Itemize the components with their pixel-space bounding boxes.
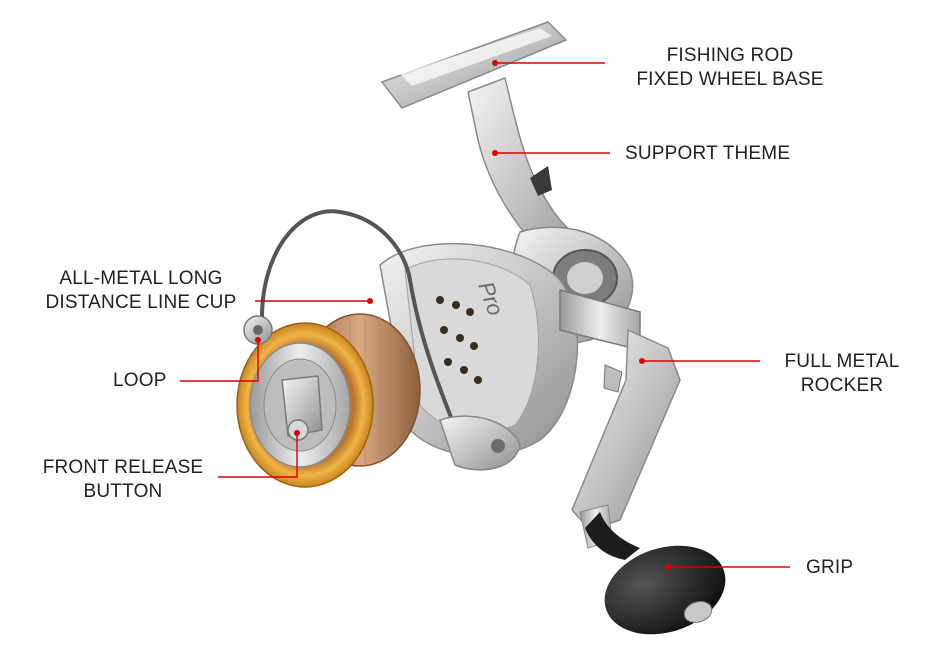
callout-dots [255, 60, 671, 570]
crank-arm [571, 328, 681, 531]
label-rocker-line2: ROCKER [800, 375, 884, 396]
grip-stem [585, 512, 640, 560]
label-line-cup-line1: ALL-METAL LONG [59, 268, 223, 289]
label-rod-base: FISHING ROD FIXED WHEEL BASE [620, 44, 840, 92]
front-drag-knob [281, 375, 323, 437]
label-support: SUPPORT THEME [625, 142, 790, 166]
label-rocker-line1: FULL METAL [784, 351, 900, 372]
label-release: FRONT RELEASE BUTTON [28, 456, 218, 504]
label-release-line1: FRONT RELEASE [42, 457, 204, 478]
label-loop-line1: LOOP [113, 370, 167, 391]
callout-lines [180, 62, 790, 568]
label-grip: GRIP [806, 556, 853, 580]
label-release-line2: BUTTON [83, 481, 163, 502]
label-line-cup-line2: DISTANCE LINE CUP [45, 292, 237, 313]
label-grip-line1: GRIP [806, 557, 854, 578]
label-rod-base-line1: FISHING ROD [666, 45, 794, 66]
callout-line-loop [180, 340, 259, 382]
label-support-line1: SUPPORT THEME [625, 143, 791, 164]
label-loop: LOOP [113, 369, 167, 393]
label-rod-base-line2: FIXED WHEEL BASE [636, 69, 824, 90]
label-rocker: FULL METAL ROCKER [762, 350, 922, 398]
label-line-cup: ALL-METAL LONG DISTANCE LINE CUP [30, 267, 252, 315]
callout-line-release [218, 433, 298, 478]
bail-wire [260, 209, 462, 441]
